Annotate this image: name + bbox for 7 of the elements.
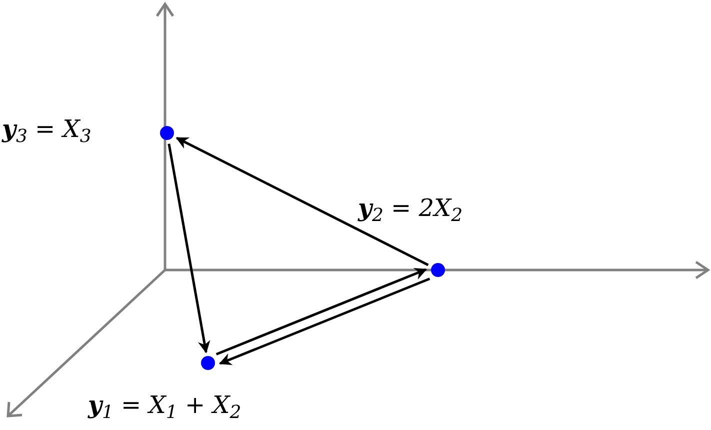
arrow bbox=[176, 136, 429, 266]
point-label: y$_{2}$ = 2X$_{2}$ bbox=[358, 196, 463, 220]
arrow bbox=[218, 278, 430, 366]
arrow bbox=[216, 268, 428, 356]
point-label: y$_{3}$ = X$_{3}$ bbox=[2, 117, 92, 141]
arrow bbox=[168, 144, 210, 354]
point-label: y$_{1}$ = X$_{1}$ + X$_{2}$ bbox=[88, 393, 242, 417]
